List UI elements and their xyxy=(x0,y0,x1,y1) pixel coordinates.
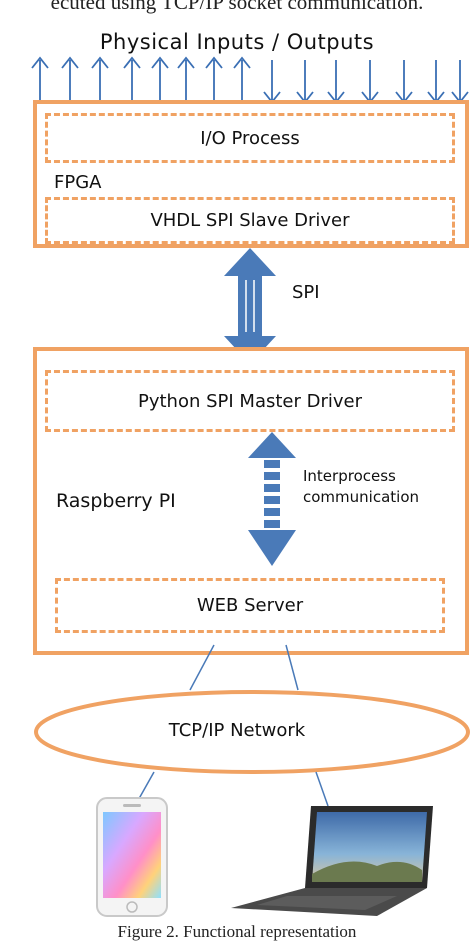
network-ellipse xyxy=(34,690,470,774)
laptop-icon xyxy=(231,806,433,916)
ipc-label-line1: Interprocess xyxy=(303,467,396,485)
network-label: TCP/IP Network xyxy=(168,720,306,741)
io-title: Physical Inputs / Outputs xyxy=(99,30,375,54)
fpga-label: FPGA xyxy=(54,172,102,193)
spi-slave-label: VHDL SPI Slave Driver xyxy=(150,210,350,231)
web-server-box: WEB Server xyxy=(55,578,445,633)
top-caption-fragment: ecuted using TCP/IP socket communication… xyxy=(50,0,424,14)
ipc-label: Interprocess communication xyxy=(303,466,420,508)
io-process-box: I/O Process xyxy=(45,113,455,163)
smartphone-icon xyxy=(96,797,168,917)
io-process-label: I/O Process xyxy=(200,127,300,149)
ipc-label-line2: communication xyxy=(303,488,420,506)
raspberry-label: Raspberry PI xyxy=(56,490,176,512)
figure-caption: Figure 2. Functional representation xyxy=(117,922,357,941)
spi-label: SPI xyxy=(292,282,320,303)
web-server-label: WEB Server xyxy=(196,595,304,616)
spi-slave-box: VHDL SPI Slave Driver xyxy=(45,197,455,244)
input-arrows xyxy=(31,56,251,100)
spi-master-box: Python SPI Master Driver xyxy=(45,370,455,432)
spi-master-label: Python SPI Master Driver xyxy=(137,390,362,412)
